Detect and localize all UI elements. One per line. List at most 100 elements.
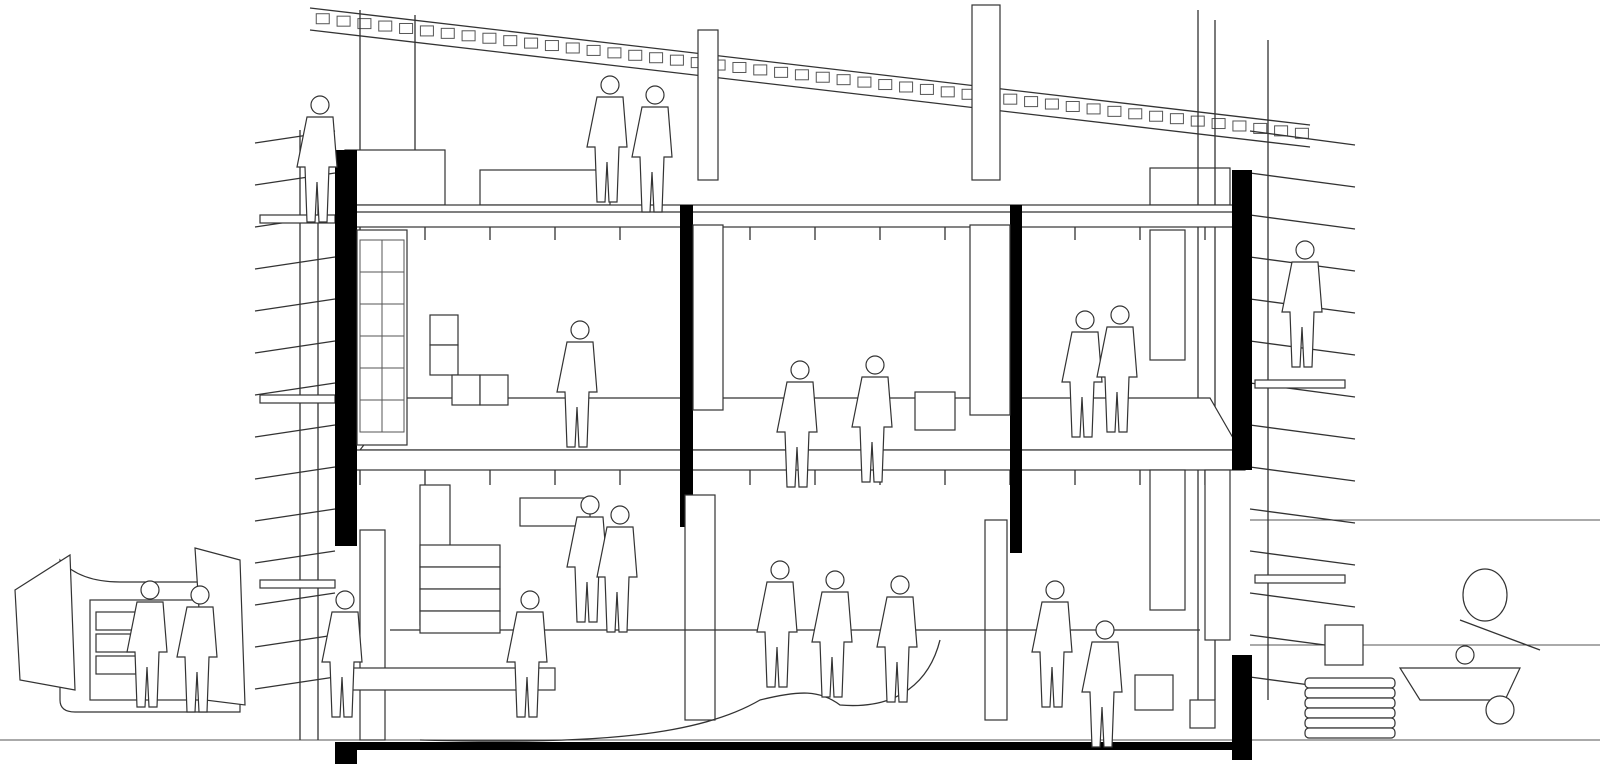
worker-head [190,585,210,605]
block-stack [419,566,501,590]
truss-opening [607,47,622,59]
truss-opening [461,30,476,42]
scaffold-rail [1249,130,1356,146]
truss-opening [628,49,643,61]
worker-body [556,341,598,448]
vertical-panel [971,4,1001,181]
cement-bag [1304,697,1396,709]
worker-body [1281,261,1323,368]
truss-opening [315,13,330,25]
scaffold-rail [254,676,336,690]
cement-bag [1304,677,1396,689]
worker-body [851,376,893,483]
block-stacks [349,239,956,691]
scaffold-rail [254,256,336,270]
block [381,399,405,433]
cement-bag [1304,707,1396,719]
block [451,374,481,406]
truss-opening [1065,100,1080,112]
worker-head [770,560,790,580]
worker-figure [586,75,628,203]
truss-opening [399,22,414,34]
truss-opening [1128,108,1143,120]
worker-body [1096,326,1138,433]
bucket [1189,699,1216,729]
worker-figure [851,355,893,483]
scaffold-rail [1249,550,1356,566]
worker-figure [876,575,918,703]
ground-slab [335,742,1250,750]
worker-figure [776,360,818,488]
truss-opening [524,37,539,49]
truss-opening [1003,93,1018,105]
block [914,391,956,431]
block-stack [419,544,501,568]
cement-bag [1304,687,1396,699]
truss-opening [419,25,434,37]
block [429,344,459,376]
worker-figure [176,585,218,713]
truss-opening [878,79,893,91]
worker-body [321,611,363,718]
worker-figure [596,505,638,633]
rubble-bin [1134,674,1174,711]
worker-body [596,526,638,633]
left-footing [335,742,357,764]
truss-opening [336,15,351,27]
hose [419,639,941,742]
worker-figure [506,590,548,718]
worker-head [310,95,330,115]
truss-opening [899,81,914,93]
block [429,314,459,346]
scaffold-rail [254,424,336,438]
scaffold-rail [1249,172,1356,188]
scaffold-rail [254,508,336,522]
cement-bags [1304,624,1396,739]
scaffold-rail [254,466,336,480]
worker-figure [1061,310,1103,438]
wheelbarrow [1398,667,1521,725]
worker-head [890,575,910,595]
scaffold-rail [254,634,336,648]
worker-head [790,360,810,380]
cement-bag [1304,717,1396,729]
scaffold-board [259,579,336,589]
truss-opening [1107,105,1122,117]
cement-mixer [1455,568,1541,665]
roof-panel [1149,167,1231,206]
worker-head [865,355,885,375]
worker-head [600,75,620,95]
worker-body [586,96,628,203]
roof-panel [344,149,446,206]
worker-body [1031,601,1073,708]
workers [126,75,1323,748]
truss-opening [357,18,372,30]
truss-opening [940,86,955,98]
truss-opening [794,69,809,81]
left-wall [335,150,357,546]
worker-head [645,85,665,105]
truss-chord-top [309,7,1311,126]
block [479,374,509,406]
truss-opening [544,40,559,52]
truss-opening [482,32,497,44]
roof-truss-beam [309,4,1311,206]
truss-opening [1253,122,1268,134]
worker-body [756,581,798,688]
scaffold-rail [1249,214,1356,230]
truss-opening [1211,118,1226,130]
truss-opening [1044,98,1059,110]
worker-figure [321,590,363,718]
truss-chord-bottom [309,29,1311,148]
worker-figure [566,495,608,623]
scaffold-rail [1249,466,1356,482]
worker-head [1095,620,1115,640]
scaffold-board [1254,379,1346,389]
truss-opening [753,64,768,76]
worker-body [1081,641,1123,748]
worker-head [570,320,590,340]
worker-body [296,116,338,223]
worker-body [506,611,548,718]
worker-figure [811,570,853,698]
